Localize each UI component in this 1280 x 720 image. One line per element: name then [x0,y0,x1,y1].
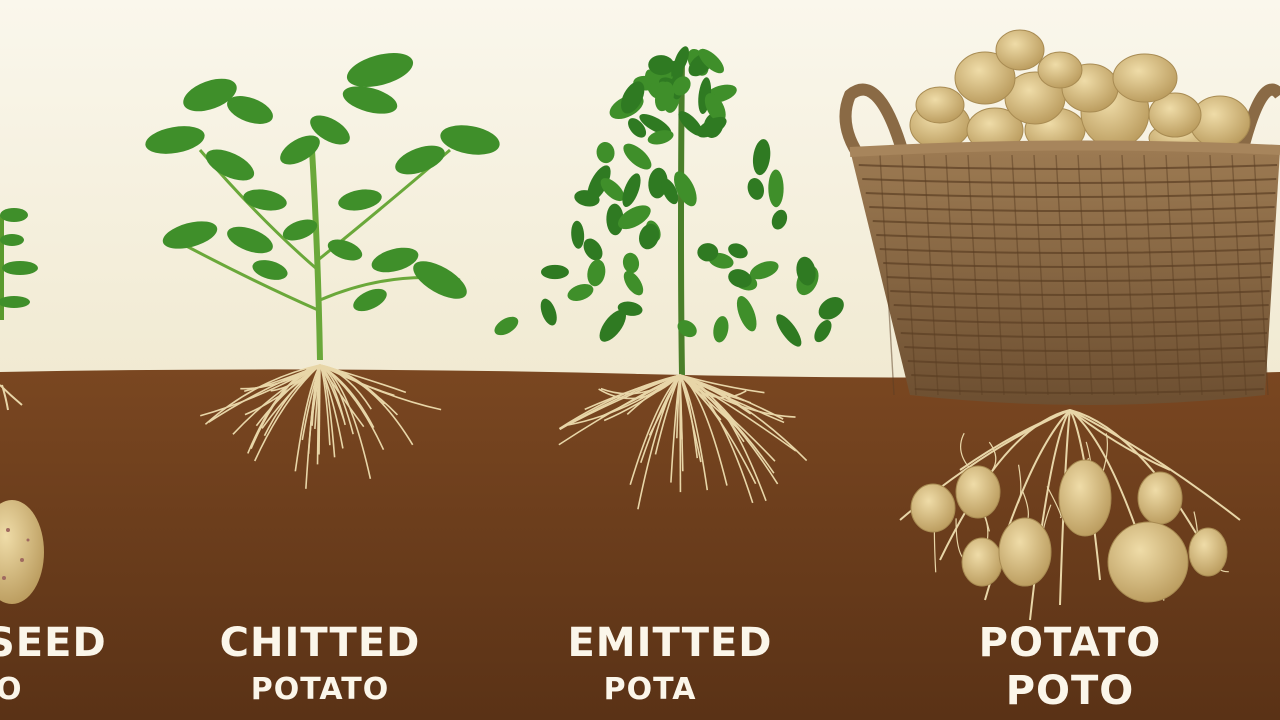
stage-4-label: POTATO [978,620,1162,666]
stage-4-tubers [899,409,1241,621]
stage-1-seedling [0,208,38,411]
soil [0,369,1280,720]
stage-2-sublabel: POTATO [250,672,390,707]
stage-3-label: EMITTED [567,620,773,666]
stage-2-label: CHITTED [219,620,421,666]
seed-potato [0,500,44,604]
stage-3-plant [494,46,844,510]
stage-4-sublabel: POTO [1005,668,1135,714]
stage-3-sublabel: POTA [603,672,697,707]
stage-2-plant [145,53,500,489]
harvest-basket [839,29,1280,405]
stage-1-sublabel: O [0,672,23,707]
stage-1-label: SEED [0,620,107,666]
